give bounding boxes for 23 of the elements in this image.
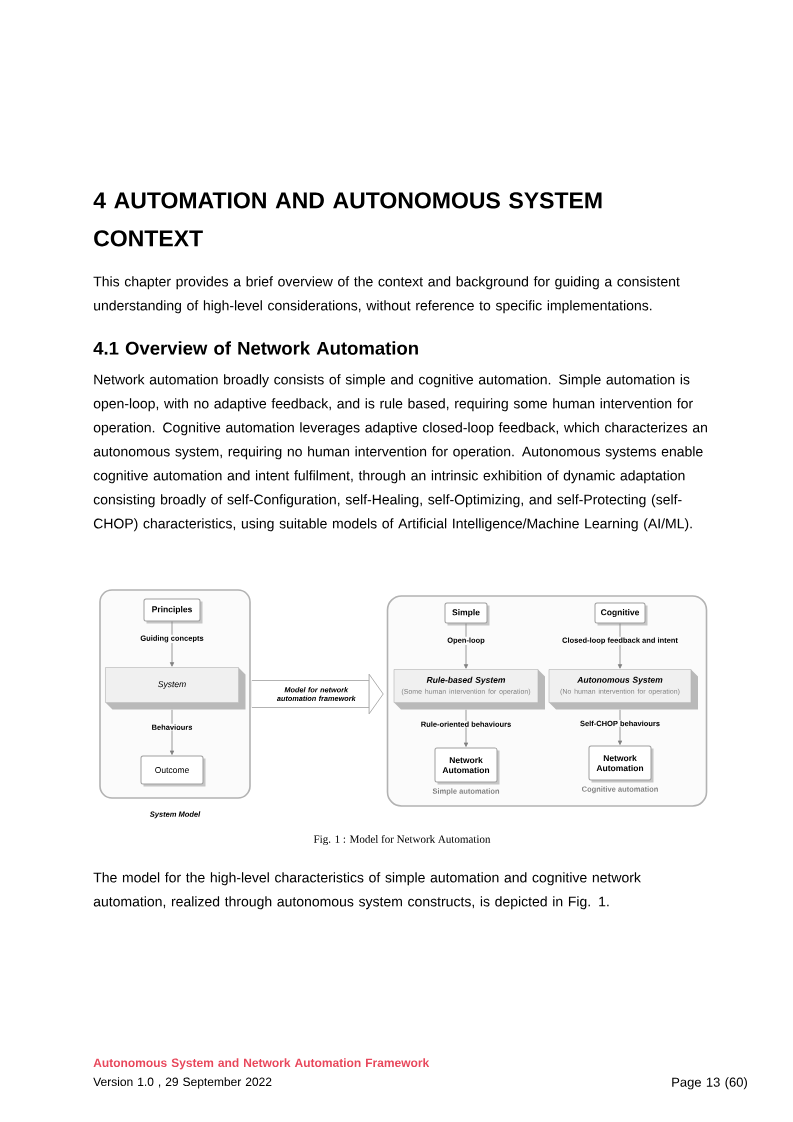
page-number: Page 13 (60) [672,1077,747,1090]
arrow [169,621,175,667]
paragraph: The model for the high-level characteristics of simple automation and cognitive network automation, realized through autonomous system constructs, is depicted in Fig. 1. [93,872,641,910]
figure-caption: Fig. 1 : Model for Network Automation [313,834,491,846]
arrow [463,709,469,747]
label-box: Cognitive [594,602,648,626]
label-box: Network Automation [434,747,500,785]
label-box: Principles [143,598,203,624]
section-heading: 4.1 Overview of Network Automation [93,341,418,355]
block-arrow [251,673,384,715]
label-box: Outcome [140,755,206,787]
arrow [169,709,175,755]
label-box: Simple [444,602,490,626]
label-box: Network Automation [588,745,654,783]
chapter-heading: 4 AUTOMATION AND AUTONOMOUS SYSTEM CONTEXT [93,192,602,247]
footer-version: Version 1.0 , 29 September 2022 [93,1077,272,1089]
paragraph: This chapter provides a brief overview of the context and background for guiding a consistent understanding of high-level considerations, without reference to specific implementations. [93,276,680,314]
block-box: System [105,667,246,710]
paragraph: Network automation broadly consists of simple and cognitive automation. Simple automation is open-loop, with no adaptive feedback, and is rule based, requiring some human intervention for operation. Cognitive automation leverages adaptive closed-loop feedback, which characterizes an autonomous system, requiring no human intervention for operation. Autonomous systems enable cognitive automation and intent fulfilment, through an intrinsic exhibition of dynamic adaptation consisting broadly of self-Configuration, self-Healing, self-Optimizing, and self-Protecting (self-CHOP) characteristics, using suitable models of Artificial Intelligence/Machine Learning (AI/ML). [93,374,707,532]
arrow [617,709,623,745]
arrow [617,623,623,669]
footer-title: Autonomous System and Network Automation Framework [93,1058,430,1070]
arrow [463,623,469,669]
